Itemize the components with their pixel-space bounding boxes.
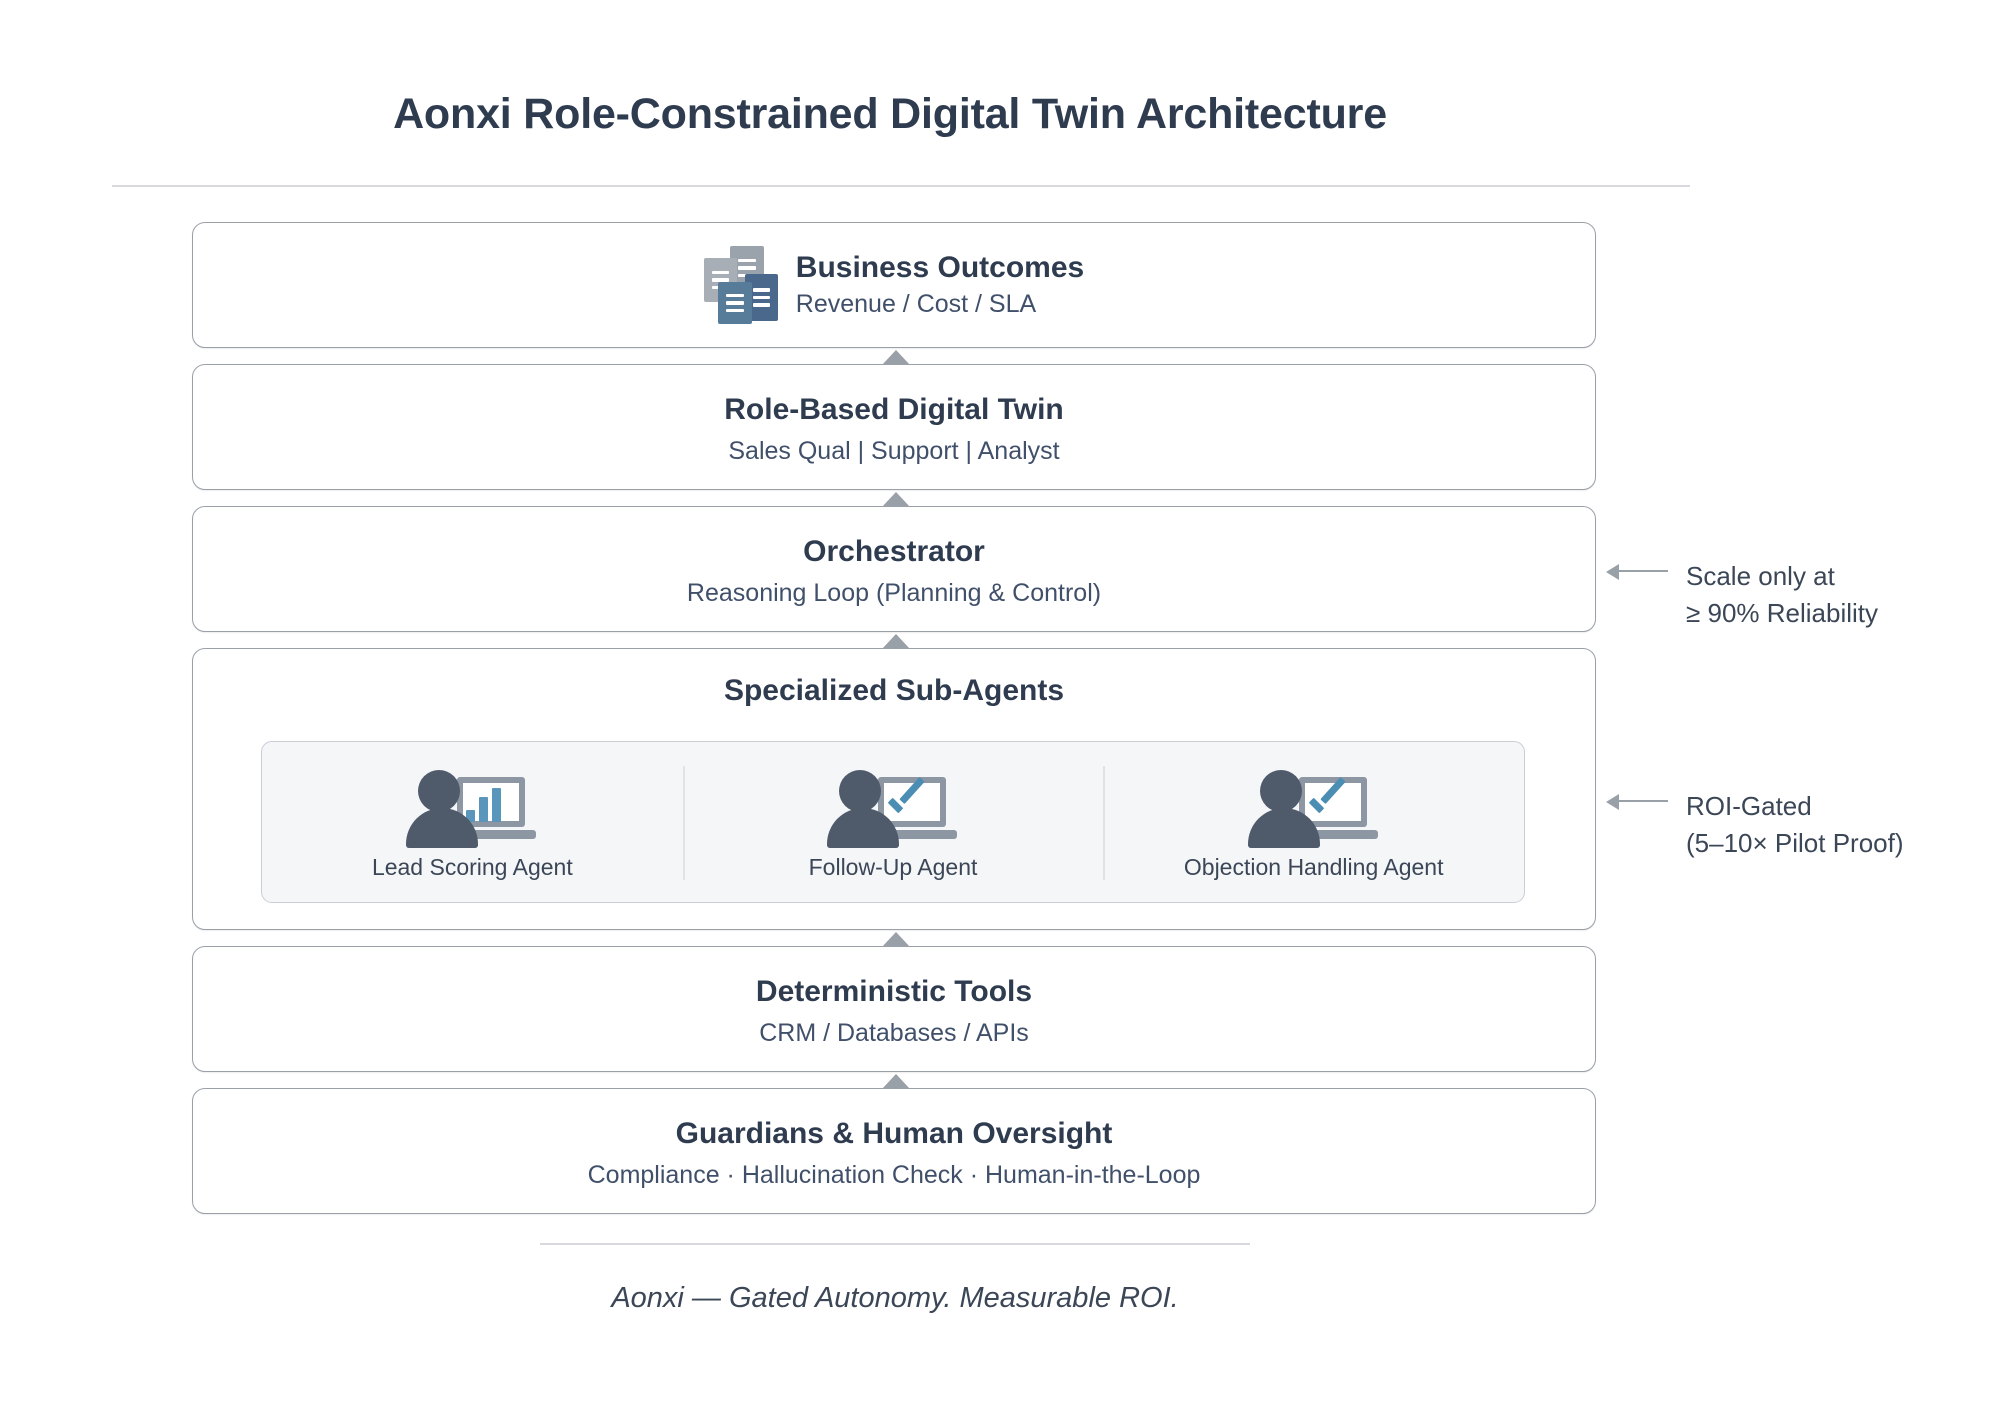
connector-arrow-up-icon [882,932,910,947]
agent-card-follow-up[interactable]: Follow-Up Agent [682,742,1104,902]
arrow-left-icon [1606,788,1668,814]
footer-divider [540,1243,1250,1245]
layer-subtitle: Compliance · Hallucination Check · Human… [587,1160,1201,1189]
documents-cluster-icon [703,246,778,324]
layer-subtitle: CRM / Databases / APIs [759,1018,1029,1047]
layer-deterministic-tools: Deterministic Tools CRM / Databases / AP… [192,946,1596,1072]
monitor-base [1303,829,1378,839]
connector-arrow-up-icon [882,492,910,507]
checkmark-icon [885,786,939,822]
person-with-bar-chart-screen-icon [406,764,537,850]
connector-arrow-up-icon [882,634,910,649]
annotation-scale-gate: Scale only at ≥ 90% Reliability [1606,558,1878,632]
layer-guardians-human-oversight: Guardians & Human Oversight Compliance ·… [192,1088,1596,1214]
sub-agents-panel: Lead Scoring Agent Follow-Up Agent [261,741,1525,903]
person-with-check-screen-icon [1247,764,1378,850]
annotation-roi-gate: ROI-Gated (5–10× Pilot Proof) [1606,788,1904,862]
annotation-text: Scale only at ≥ 90% Reliability [1686,558,1878,632]
layer-title: Role-Based Digital Twin [724,393,1064,426]
annotation-line-2: ≥ 90% Reliability [1686,597,1879,628]
layer-orchestrator: Orchestrator Reasoning Loop (Planning & … [192,506,1596,632]
layer-subtitle: Revenue / Cost / SLA [795,290,1037,319]
agent-card-lead-scoring[interactable]: Lead Scoring Agent [262,742,683,902]
agent-label: Lead Scoring Agent [371,853,573,880]
checkmark-icon [1306,786,1360,822]
layer-title: Business Outcomes [795,250,1085,284]
annotation-line-1: Scale only at [1686,561,1835,591]
arrow-left-icon [1606,558,1668,584]
layer-specialized-sub-agents: Specialized Sub-Agents Lead Scoring Agen… [192,648,1596,930]
footer-tagline: Aonxi — Gated Autonomy. Measurable ROI. [611,1282,1179,1314]
annotation-line-1: ROI-Gated [1686,791,1812,821]
person-head [418,769,461,812]
monitor-base [462,829,537,839]
layer-subtitle: Reasoning Loop (Planning & Control) [686,578,1102,607]
agent-label: Objection Handling Agent [1183,853,1444,880]
person-head [839,769,881,812]
bar-chart-icon [466,787,518,822]
layer-title: Guardians & Human Oversight [675,1117,1113,1150]
person-with-check-screen-icon [827,764,957,850]
layer-title: Deterministic Tools [755,975,1033,1008]
business-outcomes-text: Business Outcomes Revenue / Cost / SLA [796,251,1084,320]
layer-business-outcomes: Business Outcomes Revenue / Cost / SLA [192,222,1596,348]
annotation-text: ROI-Gated (5–10× Pilot Proof) [1686,788,1904,862]
connector-arrow-up-icon [882,1074,910,1089]
person-head [1259,769,1302,812]
layer-title: Orchestrator [803,535,985,568]
agent-card-objection-handling[interactable]: Objection Handling Agent [1103,742,1524,902]
title-divider [112,185,1690,187]
layer-subtitle: Sales Qual | Support | Analyst [728,436,1060,465]
agent-label: Follow-Up Agent [808,853,978,880]
layer-title: Specialized Sub-Agents [723,674,1065,707]
connector-arrow-up-icon [882,350,910,365]
monitor-base [883,829,957,839]
annotation-line-2: (5–10× Pilot Proof) [1686,827,1904,858]
document-card [717,282,752,324]
layer-role-based-digital-twin: Role-Based Digital Twin Sales Qual | Sup… [192,364,1596,490]
business-outcomes-content: Business Outcomes Revenue / Cost / SLA [193,223,1595,347]
page-title: Aonxi Role-Constrained Digital Twin Arch… [393,90,1387,138]
